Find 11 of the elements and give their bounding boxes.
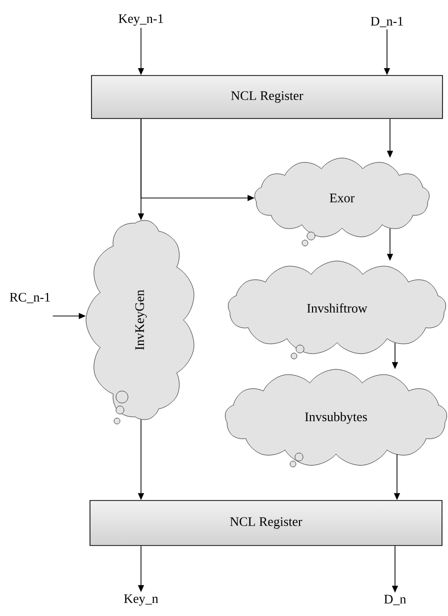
output-label: D_n xyxy=(384,594,406,606)
register-box: NCL Register xyxy=(90,500,442,546)
process-cloud: Invsubbytes xyxy=(225,369,447,468)
process-cloud: Invshiftrow xyxy=(228,260,446,360)
input-label: RC_n-1 xyxy=(10,292,50,304)
process-cloud: Exor xyxy=(254,158,430,246)
process-cloud: InvKeyGen xyxy=(86,220,194,424)
input-label: Key_n-1 xyxy=(118,14,163,26)
register-box: NCL Register xyxy=(91,75,443,119)
output-label: Key_n xyxy=(124,594,158,606)
input-label: D_n-1 xyxy=(370,16,403,28)
